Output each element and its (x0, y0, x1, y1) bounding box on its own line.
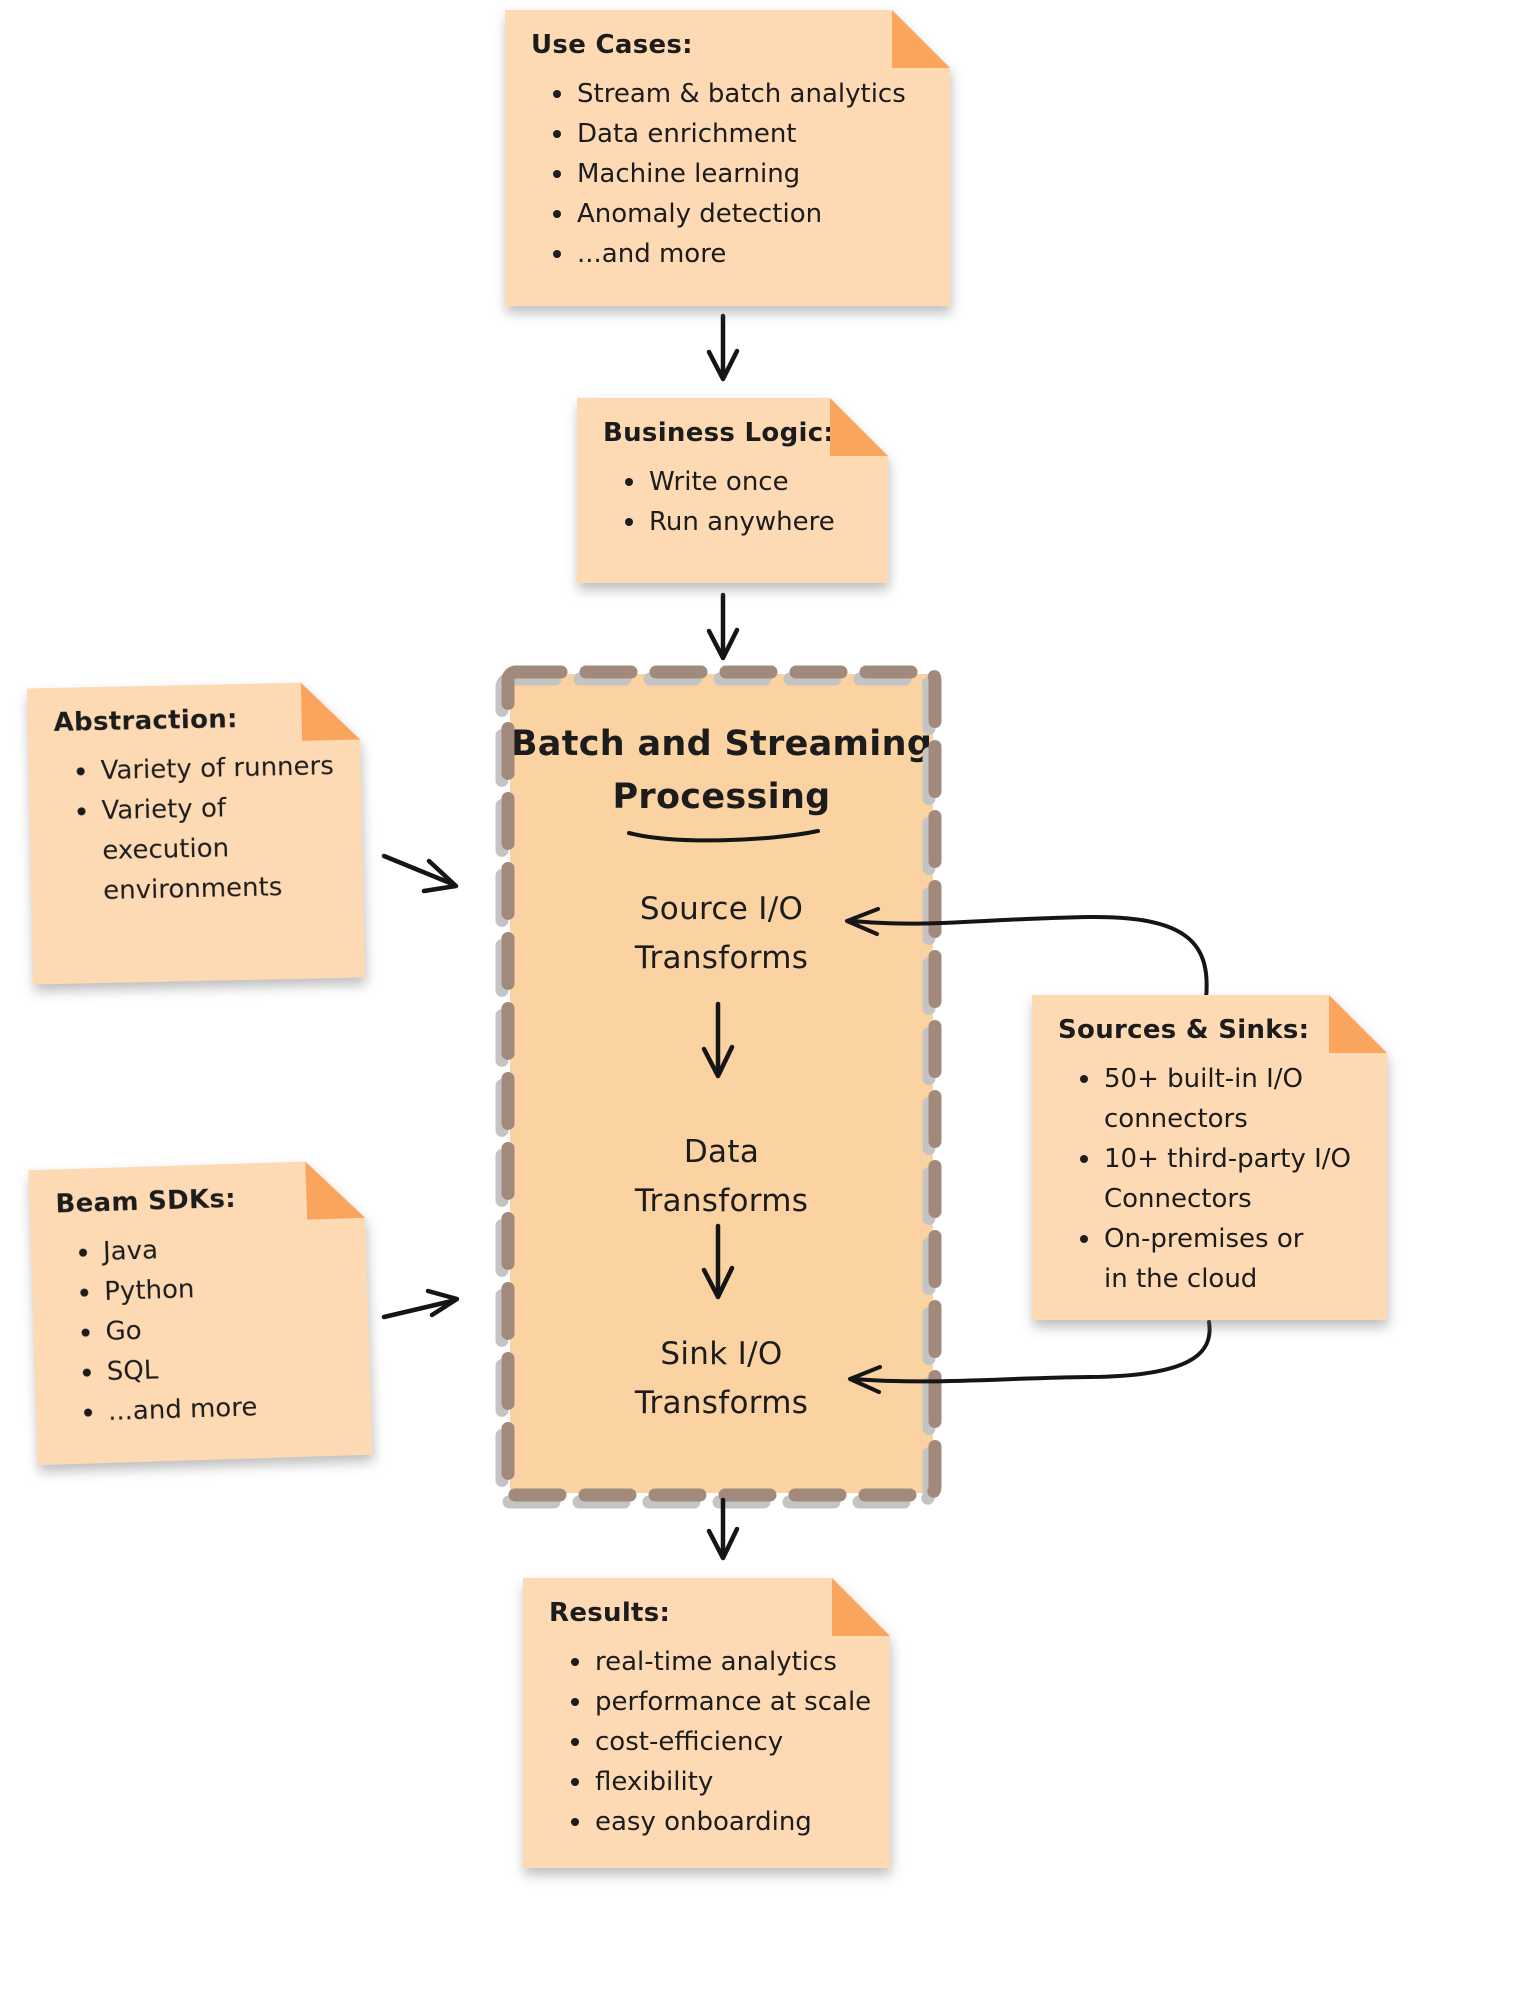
note-item: real-time analytics (569, 1642, 882, 1682)
note-beam-sdks-list: Java Python Go SQL ...and more (30, 1224, 371, 1434)
pipeline-title-line1: Batch and Streaming (510, 724, 933, 764)
note-sources-sinks-paper: Sources & Sinks: 50+ built-in I/O connec… (1032, 995, 1387, 1320)
note-use-cases-list: Stream & batch analytics Data enrichment… (505, 74, 950, 274)
note-results-paper: Results: real-time analytics performance… (523, 1578, 890, 1868)
note-abstraction: Abstraction: Variety of runners Variety … (27, 682, 365, 985)
folded-corner-icon (1329, 995, 1387, 1053)
note-use-cases-paper: Use Cases: Stream & batch analytics Data… (505, 10, 950, 306)
note-item: On-premises or in the cloud (1078, 1219, 1379, 1299)
note-item: Anomaly detection (551, 194, 942, 234)
note-use-cases-title: Use Cases: (531, 30, 693, 60)
pipeline-title-line2: Processing (612, 777, 831, 817)
folded-corner-icon (832, 1578, 890, 1636)
stage-data-transforms: Data Transforms (634, 1134, 809, 1219)
folded-corner-icon (301, 682, 360, 741)
note-item: Data enrichment (551, 114, 942, 154)
note-item: Variety of execution environments (75, 786, 355, 912)
note-item: cost-efficiency (569, 1722, 882, 1762)
arrow-use-cases-to-business-logic (706, 313, 740, 382)
note-item: 50+ built-in I/O connectors (1078, 1059, 1379, 1139)
note-item: Variety of runners (74, 746, 353, 792)
note-item: performance at scale (569, 1682, 882, 1722)
note-item: Stream & batch analytics (551, 74, 942, 114)
note-sources-sinks: Sources & Sinks: 50+ built-in I/O connec… (1032, 995, 1387, 1320)
note-item: 10+ third-party I/O Connectors (1078, 1139, 1379, 1219)
note-results-list: real-time analytics performance at scale… (523, 1642, 890, 1842)
note-business-logic: Business Logic: Write once Run anywhere (577, 398, 888, 583)
note-business-logic-title: Business Logic: (603, 418, 835, 448)
stage-sink-io-transforms: Sink I/O Transforms (634, 1336, 809, 1421)
note-item: Machine learning (551, 154, 942, 194)
note-results-title: Results: (549, 1598, 671, 1628)
arrow-beam-sdks-to-pipeline (381, 1288, 460, 1320)
note-abstraction-list: Variety of runners Variety of execution … (28, 746, 363, 913)
note-item: ...and more (81, 1384, 363, 1433)
note-sources-sinks-title: Sources & Sinks: (1058, 1015, 1310, 1045)
folded-corner-icon (830, 398, 888, 456)
folded-corner-icon (305, 1160, 365, 1220)
arrow-business-logic-to-pipeline (706, 592, 740, 661)
note-item: flexibility (569, 1762, 882, 1802)
arrow-pipeline-to-results (706, 1497, 740, 1561)
note-business-logic-list: Write once Run anywhere (577, 462, 888, 542)
arrow-abstraction-to-pipeline (381, 853, 459, 894)
pipeline-title: Batch and Streaming Processing (508, 718, 935, 824)
note-item: ...and more (551, 234, 942, 274)
note-beam-sdks: Beam SDKs: Java Python Go SQL ...and mor… (28, 1160, 372, 1465)
note-item: easy onboarding (569, 1802, 882, 1842)
note-results: Results: real-time analytics performance… (523, 1578, 890, 1868)
note-use-cases: Use Cases: Stream & batch analytics Data… (505, 10, 950, 306)
stage-source-io-transforms: Source I/O Transforms (634, 891, 809, 976)
note-item: Write once (623, 462, 880, 502)
note-item: Run anywhere (623, 502, 880, 542)
folded-corner-icon (892, 10, 950, 68)
note-sources-sinks-list: 50+ built-in I/O connectors 10+ third-pa… (1032, 1059, 1387, 1299)
